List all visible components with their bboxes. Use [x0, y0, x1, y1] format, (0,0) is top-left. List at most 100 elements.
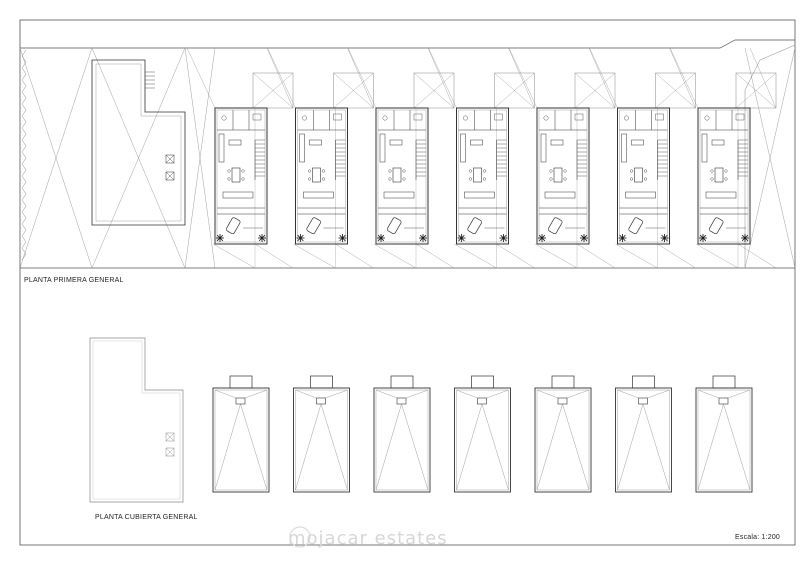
car	[386, 217, 402, 235]
plant	[261, 234, 266, 239]
existing-building-roof-inner	[92, 340, 181, 500]
car	[547, 217, 563, 235]
plant	[619, 237, 623, 242]
chair	[227, 169, 231, 173]
plant	[297, 234, 301, 239]
chair	[402, 177, 406, 181]
washbasin	[252, 113, 262, 121]
hatch-line	[427, 47, 455, 109]
house-unit-2	[267, 47, 374, 269]
chair	[630, 169, 634, 173]
plant	[503, 234, 507, 239]
plant	[622, 237, 626, 242]
house-outline	[617, 107, 670, 245]
car	[467, 217, 482, 235]
chair	[388, 177, 392, 181]
plant	[538, 237, 543, 242]
hatch-line	[454, 243, 497, 269]
plant	[339, 234, 343, 239]
plant	[377, 237, 382, 242]
plant	[461, 234, 465, 239]
plant	[702, 237, 707, 242]
hatch-line	[252, 72, 294, 109]
dining-table	[312, 167, 321, 183]
chair	[724, 177, 728, 181]
roof-slope-line	[214, 389, 237, 399]
roof-vent-cross	[165, 171, 175, 181]
house-unit-1	[186, 47, 294, 269]
plant	[419, 237, 424, 242]
first-floor-title: PLANTA PRIMERA GENERAL	[24, 277, 124, 284]
plant	[541, 234, 546, 239]
kitchen-counter	[701, 133, 708, 163]
watermark-text: mojacar estates	[288, 528, 448, 549]
plant	[580, 234, 585, 239]
plant	[380, 237, 385, 242]
first-floor-plan	[19, 39, 796, 548]
house-unit-3	[347, 47, 455, 269]
plant	[622, 234, 626, 239]
plant	[216, 237, 221, 242]
wc	[302, 115, 307, 121]
dining-table	[553, 167, 563, 183]
plant	[583, 237, 588, 242]
house-outline	[295, 107, 348, 245]
roof-outline	[615, 387, 672, 493]
roof-vent	[165, 447, 175, 457]
hatch-line	[347, 47, 377, 109]
kitchen-counter	[621, 133, 627, 163]
sofa	[383, 191, 415, 199]
roof-slope-line	[536, 389, 559, 399]
plant	[300, 237, 304, 242]
dining-table	[634, 167, 643, 183]
kitchen-island	[711, 139, 725, 146]
terrain-edge	[21, 49, 27, 261]
hatch-line	[494, 72, 535, 109]
roof-vent	[165, 171, 175, 181]
hatch-line	[415, 243, 455, 269]
hatch-line	[737, 243, 777, 269]
plant	[538, 234, 543, 239]
hatch-line	[266, 47, 294, 109]
chair	[308, 169, 312, 173]
roof-slope-line	[405, 389, 429, 399]
hatch-line	[669, 47, 696, 109]
chair	[469, 169, 473, 173]
courtyard	[735, 72, 777, 109]
roof-plan-title: PLANTA CUBIERTA GENERAL	[95, 514, 198, 521]
hatch-line	[655, 72, 696, 109]
roof-parapet	[375, 389, 429, 491]
kitchen-counter	[218, 133, 225, 163]
roof-parapet	[214, 389, 268, 491]
kitchen-island	[631, 139, 644, 146]
site-boundary-right	[744, 44, 796, 268]
hatch-line	[589, 47, 618, 109]
hatch-line	[508, 47, 538, 109]
plant	[741, 237, 746, 242]
stair-housing	[310, 375, 333, 389]
car	[225, 217, 241, 235]
stair-housing	[471, 375, 494, 389]
plant	[458, 237, 462, 242]
hatch-line	[588, 47, 616, 109]
washbasin	[333, 113, 342, 121]
hatch-line	[293, 243, 336, 269]
roof-slope-line	[723, 403, 751, 491]
wc	[543, 115, 549, 121]
plant	[461, 237, 465, 242]
house-unit-5	[508, 47, 616, 269]
stair-housing	[551, 375, 575, 389]
chair	[644, 169, 648, 173]
roof-plan	[89, 337, 753, 503]
plant	[458, 234, 462, 239]
hatch-line	[254, 243, 294, 269]
roof-outline	[695, 387, 753, 493]
hatch-line	[335, 243, 374, 269]
hatch-line	[735, 72, 777, 109]
roof-slope-line	[295, 389, 317, 399]
courtyard	[413, 72, 455, 109]
drawing-frame	[19, 19, 796, 546]
roof-outline	[212, 387, 270, 493]
wc	[704, 115, 710, 121]
roof-unit-6	[615, 375, 672, 493]
